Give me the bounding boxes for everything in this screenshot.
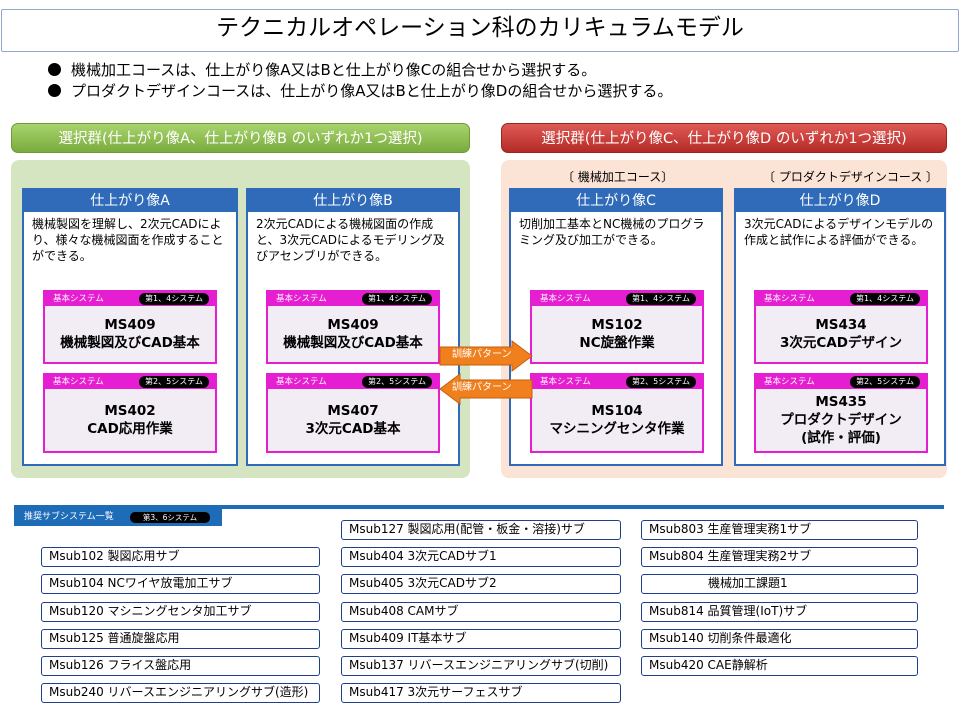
- system-tag: 基本システム: [53, 294, 104, 304]
- system-code: MS102: [591, 317, 643, 333]
- system-body: MS402 CAD応用作業: [45, 389, 215, 451]
- system-body: MS409 機械製図及びCAD基本: [45, 306, 215, 362]
- subsystem-item: Msub814 品質管理(IoT)サブ: [641, 602, 918, 622]
- subsystem-divider: [14, 505, 944, 509]
- system-code: MS409: [104, 317, 156, 333]
- system-name: 機械製図及びCAD基本: [60, 335, 200, 351]
- subsystem-item: Msub137 リバースエンジニアリングサブ(切削): [341, 656, 621, 676]
- system-box-b2: 基本システム 第2、5システム MS407 3次元CAD基本: [266, 373, 440, 453]
- system-box-d1: 基本システム 第1、4システム MS434 3次元CADデザイン: [754, 290, 928, 364]
- system-name: プロダクトデザイン: [780, 412, 902, 428]
- system-box-b1: 基本システム 第1、4システム MS409 機械製図及びCAD基本: [266, 290, 440, 364]
- system-box-a1: 基本システム 第1、4システム MS409 機械製図及びCAD基本: [43, 290, 217, 364]
- column-description: 切削加工基本とNC機械のプログラミング及び加工ができる。: [519, 217, 705, 247]
- subsystem-item: Msub409 IT基本サブ: [341, 629, 621, 649]
- subsystem-item: Msub104 NCワイヤ放電加工サブ: [41, 574, 320, 594]
- subsystem-item: Msub804 生産管理実務2サブ: [641, 547, 918, 567]
- subsystem-badge: 第3、6システム: [130, 512, 210, 523]
- system-box-d2: 基本システム 第2、5システム MS435 プロダクトデザイン (試作・評価): [754, 373, 928, 453]
- bullet-dot-icon: [48, 63, 61, 76]
- system-code: MS409: [327, 317, 379, 333]
- bullet-product-design-course: プロダクトデザインコースは、仕上がり像A又はBと仕上がり像Dの組合せから選択する…: [48, 81, 672, 101]
- course-label-machining: 〔 機械加工コース〕: [562, 170, 674, 184]
- subsystem-item: Msub408 CAMサブ: [341, 602, 621, 622]
- subsystem-item: Msub417 3次元サーフェスサブ: [341, 683, 621, 703]
- subsystem-item: Msub120 マシニングセンタ加工サブ: [41, 602, 320, 622]
- subsystem-item: Msub140 切削条件最適化: [641, 629, 918, 649]
- system-badge: 第2、5システム: [362, 376, 432, 388]
- system-box-a2: 基本システム 第2、5システム MS402 CAD応用作業: [43, 373, 217, 453]
- system-tag: 基本システム: [764, 294, 815, 304]
- title-frame: [1, 9, 959, 52]
- system-tag: 基本システム: [53, 377, 104, 387]
- column-description: 2次元CADによる機械図面の作成と、3次元CADによるモデリング及びアセンブリが…: [256, 217, 445, 263]
- system-tag: 基本システム: [764, 377, 815, 387]
- system-badge: 第2、5システム: [626, 376, 696, 388]
- system-badge: 第1、4システム: [850, 293, 920, 305]
- system-name: CAD応用作業: [87, 421, 173, 437]
- subsystem-item: Msub102 製図応用サブ: [41, 547, 320, 567]
- system-name-sub: (試作・評価): [801, 430, 881, 446]
- system-badge: 第2、5システム: [139, 376, 209, 388]
- system-name: 3次元CADデザイン: [780, 335, 902, 351]
- column-description: 機械製図を理解し、2次元CADにより、様々な機械図面を作成することができる。: [32, 217, 224, 263]
- system-box-c1: 基本システム 第1、4システム MS102 NC旋盤作業: [530, 290, 704, 364]
- arrow-label-pattern-2: 訓練パターン: [452, 382, 512, 393]
- column-header: 仕上がり像C: [511, 190, 721, 212]
- system-body: MS407 3次元CAD基本: [268, 389, 438, 451]
- system-body: MS434 3次元CADデザイン: [756, 306, 926, 362]
- subsystem-item: Msub126 フライス盤応用: [41, 656, 320, 676]
- system-body: MS409 機械製図及びCAD基本: [268, 306, 438, 362]
- system-name: NC旋盤作業: [579, 335, 655, 351]
- group-header-ab: 選択群(仕上がり像A、仕上がり像B のいずれか1つ選択): [11, 123, 470, 153]
- course-label-product-design: 〔 プロダクトデザインコース 〕: [763, 170, 939, 184]
- subsystem-item: Msub803 生産管理実務1サブ: [641, 520, 918, 540]
- system-body: MS435 プロダクトデザイン (試作・評価): [756, 389, 926, 451]
- bullet-dot-icon: [48, 84, 61, 97]
- system-name: 3次元CAD基本: [305, 421, 401, 437]
- system-tag: 基本システム: [276, 377, 327, 387]
- subsystem-item: Msub420 CAE静解析: [641, 656, 918, 676]
- subsystem-item: Msub240 リバースエンジニアリングサブ(造形): [41, 683, 320, 703]
- page-title: テクニカルオペレーション科のカリキュラムモデル: [216, 15, 744, 41]
- system-body: MS102 NC旋盤作業: [532, 306, 702, 362]
- column-header: 仕上がり像D: [736, 190, 944, 212]
- column-header: 仕上がり像A: [24, 190, 236, 212]
- group-header-cd: 選択群(仕上がり像C、仕上がり像D のいずれか1つ選択): [501, 123, 947, 153]
- system-name: 機械製図及びCAD基本: [283, 335, 423, 351]
- system-badge: 第2、5システム: [850, 376, 920, 388]
- system-badge: 第1、4システム: [626, 293, 696, 305]
- subsystem-header: 推奨サブシステム一覧: [24, 512, 114, 522]
- subsystem-item: 機械加工課題1: [641, 574, 918, 594]
- column-description: 3次元CADによるデザインモデルの作成と試作による評価ができる。: [744, 217, 934, 247]
- system-tag: 基本システム: [276, 294, 327, 304]
- system-body: MS104 マシニングセンタ作業: [532, 389, 702, 451]
- subsystem-item: Msub125 普通旋盤応用: [41, 629, 320, 649]
- system-tag: 基本システム: [540, 294, 591, 304]
- system-box-c2: 基本システム 第2、5システム MS104 マシニングセンタ作業: [530, 373, 704, 453]
- system-tag: 基本システム: [540, 377, 591, 387]
- system-code: MS434: [815, 317, 867, 333]
- arrow-right-icon: [439, 340, 533, 372]
- bullet-machining-course: 機械加工コースは、仕上がり像A又はBと仕上がり像Cの組合せから選択する。: [48, 60, 596, 80]
- subsystem-item: Msub404 3次元CADサブ1: [341, 547, 621, 567]
- subsystem-item: Msub127 製図応用(配管・板金・溶接)サブ: [341, 520, 621, 540]
- system-code: MS402: [104, 403, 156, 419]
- system-badge: 第1、4システム: [139, 293, 209, 305]
- system-code: MS407: [327, 403, 379, 419]
- system-code: MS435: [815, 394, 867, 410]
- system-badge: 第1、4システム: [362, 293, 432, 305]
- arrow-label-pattern-1: 訓練パターン: [452, 349, 512, 360]
- system-code: MS104: [591, 403, 643, 419]
- system-name: マシニングセンタ作業: [549, 421, 685, 437]
- subsystem-item: Msub405 3次元CADサブ2: [341, 574, 621, 594]
- column-header: 仕上がり像B: [248, 190, 458, 212]
- arrow-left-icon: [439, 373, 533, 405]
